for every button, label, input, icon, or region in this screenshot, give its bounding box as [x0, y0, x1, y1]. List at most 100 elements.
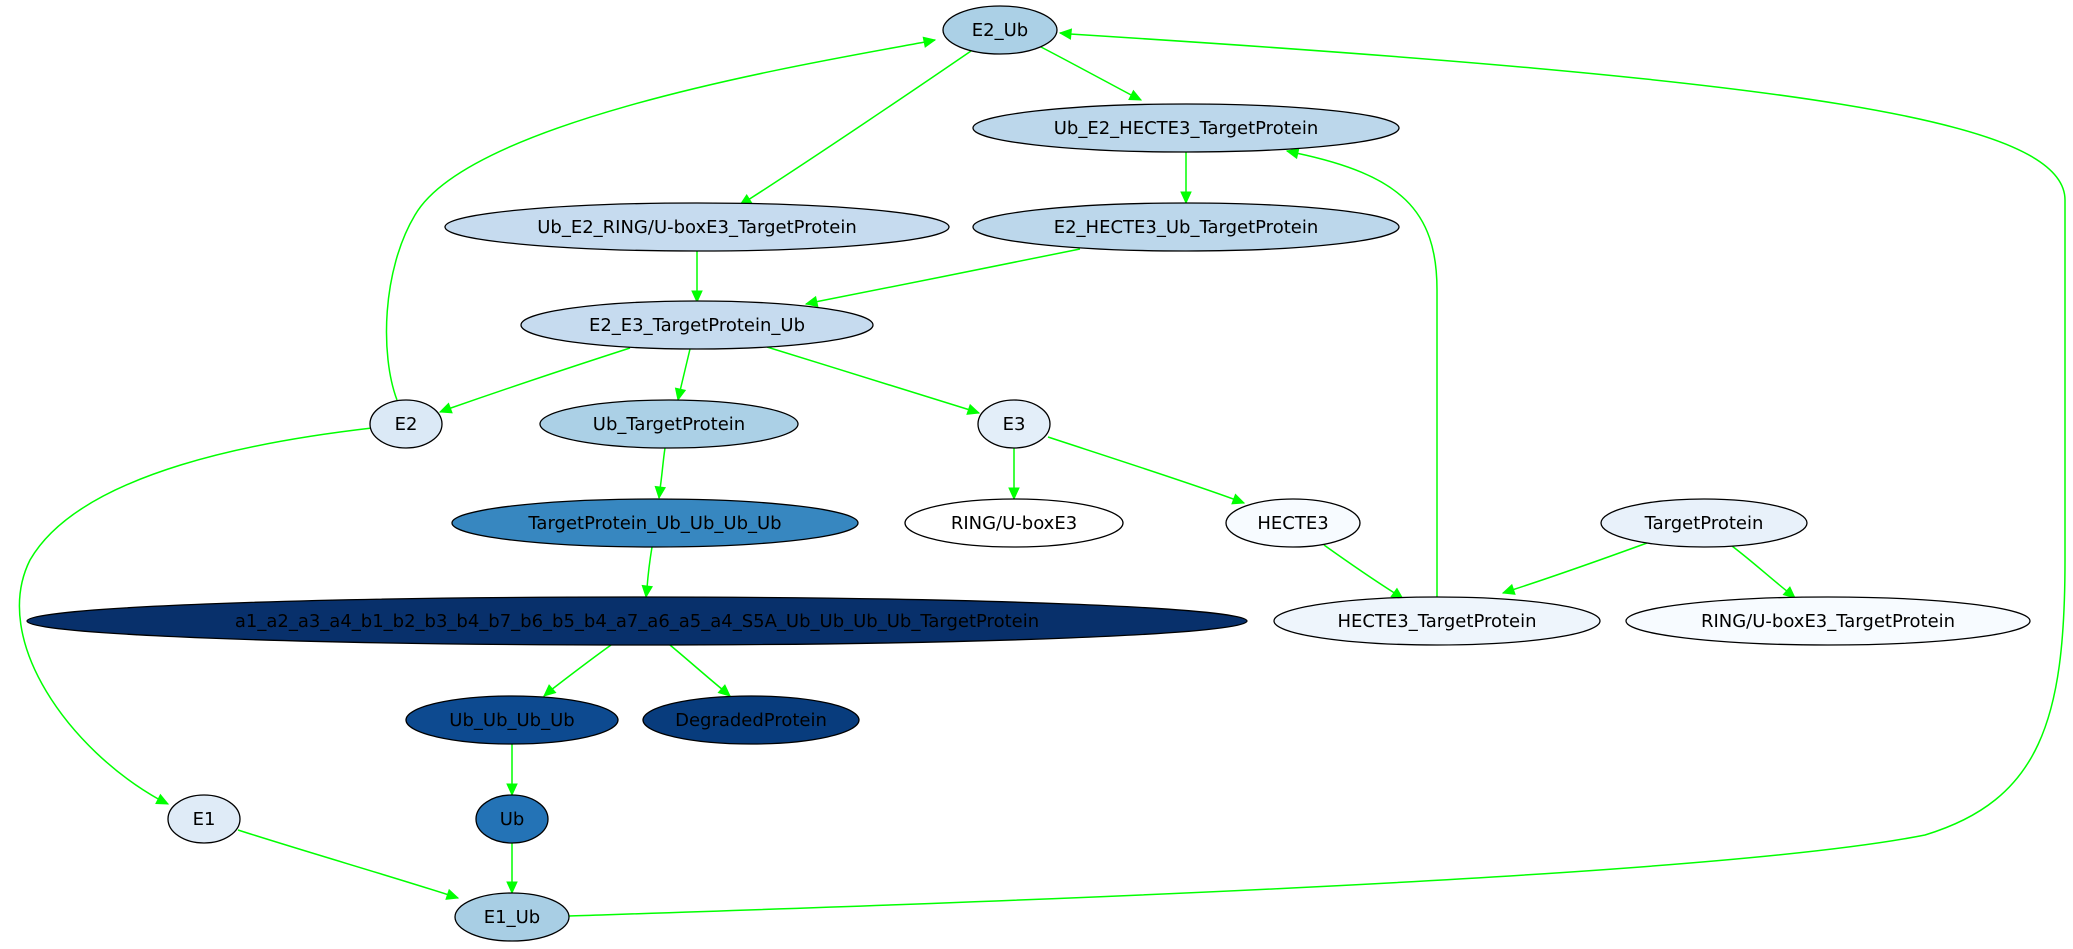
node-ellipse — [642, 695, 860, 745]
node-label: E2_E3_TargetProtein_Ub — [589, 315, 805, 336]
node-ellipse — [539, 399, 799, 449]
node-label: a1_a2_a3_a4_b1_b2_b3_b4_b7_b6_b5_b4_a7_a… — [235, 611, 1039, 632]
node-label: E3 — [1003, 414, 1026, 435]
edge-e2_ub-to-ub_e2_hecte3_targetprotein — [1040, 46, 1143, 101]
edge-e1_ub-to-e2_ub — [568, 28, 2066, 917]
node-targetprotein: TargetProtein — [1600, 498, 1808, 548]
edge-proteasome_complex-to-ub_ub_ub_ub — [543, 644, 612, 697]
node-label: DegradedProtein — [675, 710, 827, 731]
node-ellipse — [1600, 498, 1808, 548]
edge-hecte3_targetprotein-to-ub_e2_hecte3_targetprotein — [1285, 147, 1438, 597]
node-label: HECTE3_TargetProtein — [1337, 611, 1536, 632]
edge-arrowhead — [445, 888, 460, 900]
node-e2-e3-targetprotein-ub: E2_E3_TargetProtein_Ub — [520, 300, 874, 350]
edge-e2_e3_targetprotein_ub-to-e3 — [766, 346, 981, 415]
node-ellipse — [972, 202, 1400, 252]
edge-arrowhead — [717, 684, 731, 697]
node-ub-e2-ring-uboxe3-targetprotein: Ub_E2_RING/U-boxE3_TargetProtein — [444, 202, 950, 252]
edge-e1-to-e1_ub — [237, 829, 460, 900]
node-label: E2 — [395, 414, 418, 435]
edge-line — [385, 39, 936, 401]
edge-e2_hecte3_ub_targetprotein-to-e2_e3_targetprotein_ub — [804, 248, 1081, 308]
node-ellipse — [977, 399, 1051, 449]
edge-line — [543, 644, 612, 697]
node-degradedprotein: DegradedProtein — [642, 695, 860, 745]
edge-line — [739, 50, 972, 206]
node-hecte3: HECTE3 — [1225, 498, 1361, 548]
edge-arrowhead — [674, 387, 687, 402]
node-ub-e2-hecte3-targetprotein: Ub_E2_HECTE3_TargetProtein — [972, 103, 1400, 153]
node-ellipse — [1625, 596, 2031, 646]
edge-targetprotein_ub_ub_ub_ub-to-proteasome_complex — [641, 546, 654, 599]
edge-targetprotein-to-hecte3_targetprotein — [1501, 542, 1648, 595]
edge-line — [1502, 542, 1648, 594]
node-e2-ub: E2_Ub — [942, 5, 1058, 55]
nodes-layer: E2_UbUb_E2_HECTE3_TargetProteinUb_E2_RIN… — [26, 5, 2031, 942]
node-ellipse — [451, 498, 859, 548]
edge-targetprotein-to-ring_uboxe3_targetprotein — [1731, 545, 1796, 599]
edge-ub_ub_ub_ub-to-ub — [506, 743, 518, 797]
node-label: Ub_E2_HECTE3_TargetProtein — [1054, 118, 1319, 139]
edge-line — [1323, 544, 1404, 600]
node-ub: Ub — [475, 794, 549, 844]
edge-e2-to-e1 — [18, 427, 373, 805]
node-targetprotein-ub-ub-ub-ub: TargetProtein_Ub_Ub_Ub_Ub — [451, 498, 859, 548]
edge-e3-to-hecte3 — [1047, 436, 1246, 505]
edge-line — [439, 347, 631, 413]
edge-line — [237, 829, 459, 899]
node-ellipse — [444, 202, 950, 252]
edge-arrowhead — [1008, 487, 1020, 501]
edge-ub_targetprotein-to-targetprotein_ub_ub_ub_ub — [654, 447, 667, 500]
edge-ub_e2_ring_uboxe3_targetprotein-to-e2_e3_targetprotein_ub — [691, 250, 703, 304]
node-label: RING/U-boxE3_TargetProtein — [1701, 611, 1955, 632]
edge-proteasome_complex-to-degradedprotein — [669, 644, 731, 697]
edge-arrowhead — [506, 783, 518, 797]
node-ellipse — [942, 5, 1058, 55]
edge-e2_e3_targetprotein_ub-to-e2 — [438, 347, 631, 414]
node-e1: E1 — [167, 794, 241, 844]
node-ellipse — [972, 103, 1400, 153]
edges-layer — [18, 28, 2066, 917]
edge-ub-to-e1_ub — [506, 842, 518, 895]
edge-arrowhead — [1501, 583, 1516, 595]
node-label: Ub_E2_RING/U-boxE3_TargetProtein — [537, 217, 857, 238]
node-ellipse — [369, 399, 443, 449]
edge-line — [805, 248, 1081, 305]
edge-arrowhead — [506, 881, 518, 895]
edge-e2_e3_targetprotein_ub-to-ub_targetprotein — [674, 348, 691, 402]
node-label: TargetProtein_Ub_Ub_Ub_Ub — [527, 513, 781, 534]
edge-arrowhead — [1285, 147, 1300, 160]
node-label: Ub_Ub_Ub_Ub — [449, 710, 574, 731]
edge-arrowhead — [641, 584, 654, 599]
node-label: E1_Ub — [484, 907, 540, 928]
edge-line — [1731, 545, 1796, 599]
node-ellipse — [167, 794, 241, 844]
node-ellipse — [475, 794, 549, 844]
node-ring-uboxe3: RING/U-boxE3 — [904, 498, 1124, 548]
edge-ub_e2_hecte3_targetprotein-to-e2_hecte3_ub_targetprotein — [1180, 152, 1192, 205]
node-ub-targetprotein: Ub_TargetProtein — [539, 399, 799, 449]
node-label: RING/U-boxE3 — [951, 513, 1077, 534]
edge-arrowhead — [804, 295, 819, 308]
edge-line — [18, 427, 373, 805]
edge-e2-to-e2_ub — [385, 36, 937, 401]
edge-hecte3-to-hecte3_targetprotein — [1323, 544, 1404, 600]
edge-arrowhead — [438, 402, 453, 414]
edge-arrowhead — [922, 36, 937, 48]
node-label: Ub_TargetProtein — [593, 414, 745, 435]
node-label: HECTE3 — [1257, 513, 1328, 534]
node-ellipse — [1273, 596, 1601, 646]
edge-line — [1047, 436, 1245, 504]
edge-arrowhead — [543, 684, 557, 697]
node-ellipse — [520, 300, 874, 350]
node-e2: E2 — [369, 399, 443, 449]
node-label: E2_Ub — [972, 20, 1028, 41]
node-e2-hecte3-ub-targetprotein: E2_HECTE3_Ub_TargetProtein — [972, 202, 1400, 252]
edge-line — [1286, 150, 1438, 597]
node-e3: E3 — [977, 399, 1051, 449]
node-label: Ub — [500, 809, 525, 830]
edge-arrowhead — [691, 290, 703, 304]
node-proteasome-complex: a1_a2_a3_a4_b1_b2_b3_b4_b7_b6_b5_b4_a7_a… — [26, 596, 1248, 646]
node-label: E1 — [193, 809, 216, 830]
node-label: E2_HECTE3_Ub_TargetProtein — [1054, 217, 1319, 238]
